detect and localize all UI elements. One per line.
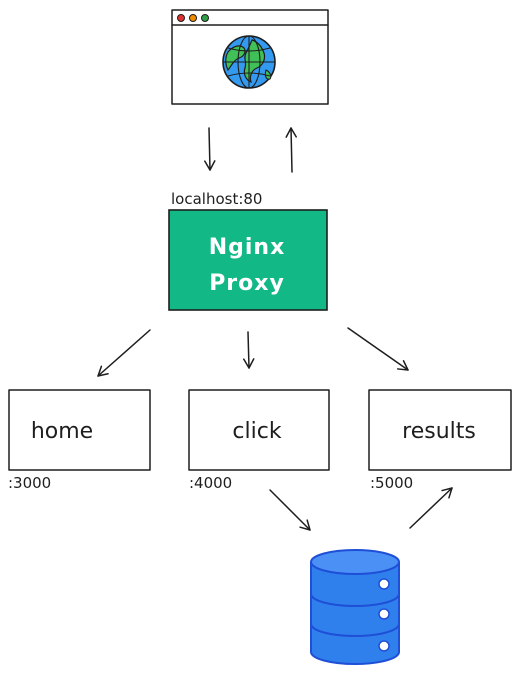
service-results-label: results — [402, 419, 476, 444]
service-home-box — [8, 389, 151, 471]
service-results-port: :5000 — [370, 474, 413, 492]
request-arrow — [204, 127, 216, 171]
service-results-box — [368, 389, 512, 471]
proxy-host-label: localhost:80 — [171, 190, 262, 208]
db-to-results-arrow — [409, 487, 453, 529]
browser-frame — [171, 9, 329, 105]
response-arrow — [285, 127, 297, 173]
close-dot-icon — [177, 14, 185, 22]
minimize-dot-icon — [189, 14, 197, 22]
service-click-box — [188, 389, 330, 471]
service-click: click :4000 — [188, 389, 330, 492]
service-click-label: click — [232, 419, 281, 444]
service-results: results :5000 — [368, 389, 512, 492]
service-home: home :3000 — [8, 389, 151, 492]
click-to-db-arrow — [269, 489, 311, 531]
proxy-to-home-arrow — [97, 329, 151, 377]
service-home-label: home — [31, 419, 93, 444]
proxy-to-click-arrow — [243, 331, 255, 369]
proxy-title-line1: Nginx — [209, 235, 286, 260]
globe-icon — [222, 35, 276, 89]
proxy-title-line2: Proxy — [209, 271, 285, 296]
service-home-port: :3000 — [8, 474, 51, 492]
nginx-proxy-box: Nginx Proxy — [168, 209, 328, 311]
proxy-to-results-arrow — [347, 327, 409, 371]
database-icon — [310, 549, 400, 665]
maximize-dot-icon — [201, 14, 209, 22]
proxy-box-fill — [168, 209, 328, 311]
browser-window — [171, 9, 329, 105]
service-click-port: :4000 — [189, 474, 232, 492]
